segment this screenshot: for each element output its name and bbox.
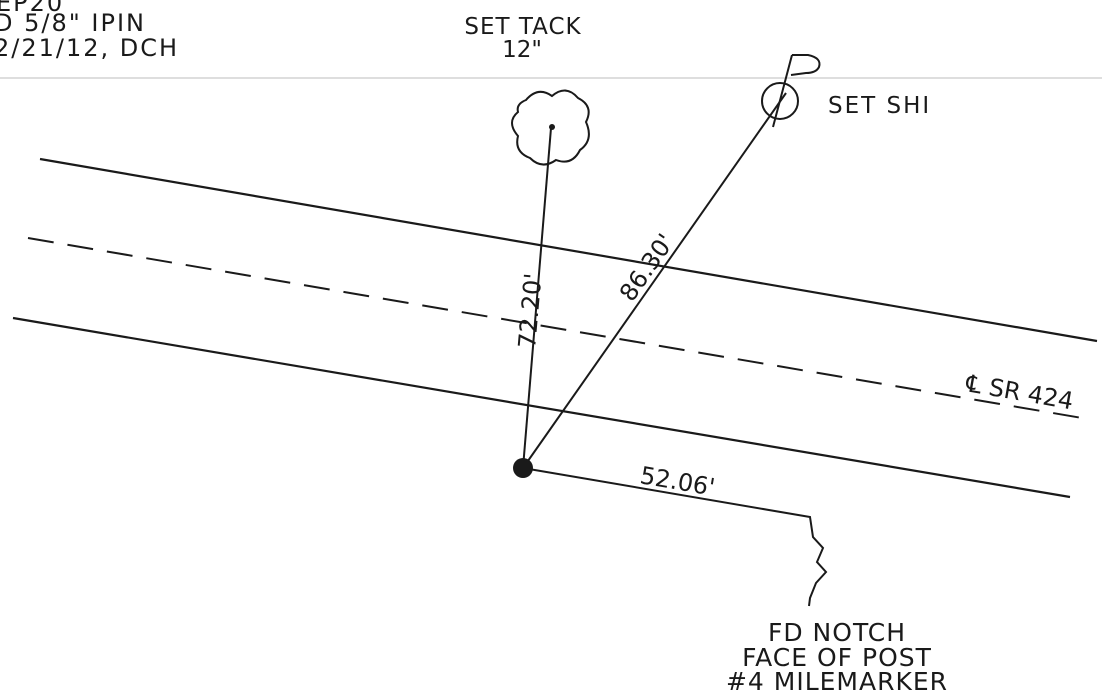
- shiner-circle: [761, 82, 799, 120]
- tie-line-post: [522, 467, 828, 607]
- tack-label-line2: 12": [502, 37, 542, 63]
- tack-point: [549, 124, 555, 130]
- post-label-line3: #4 MILEMARKER: [726, 667, 948, 696]
- header-note-line2: D 5/8" IPIN: [0, 9, 146, 37]
- distance-to-post: 52.06': [638, 461, 717, 501]
- tie-line-shiner: [522, 92, 787, 469]
- shiner-label: SET SHI: [828, 93, 931, 119]
- tree-symbol: [511, 89, 590, 166]
- header-note-line1: EP20: [0, 0, 64, 17]
- road-edge-north: [39, 157, 1098, 343]
- tie-line-tack: [522, 127, 552, 469]
- control-point-iron-pin: [513, 458, 533, 478]
- road-centerline: [27, 237, 1089, 420]
- centerline-label: ℄ SR 424: [963, 369, 1076, 415]
- tack-label-line1: SET TACK: [464, 14, 581, 40]
- shiner-flag-icon: [790, 54, 821, 76]
- distance-to-tack: 72.20': [513, 272, 547, 349]
- post-label-line1: FD NOTCH: [768, 618, 906, 647]
- post-label-line2: FACE OF POST: [742, 643, 932, 672]
- shiner-flag-pole: [772, 54, 793, 128]
- road-edge-south: [12, 316, 1071, 499]
- header-note-line3: 2/21/12, DCH: [0, 34, 179, 62]
